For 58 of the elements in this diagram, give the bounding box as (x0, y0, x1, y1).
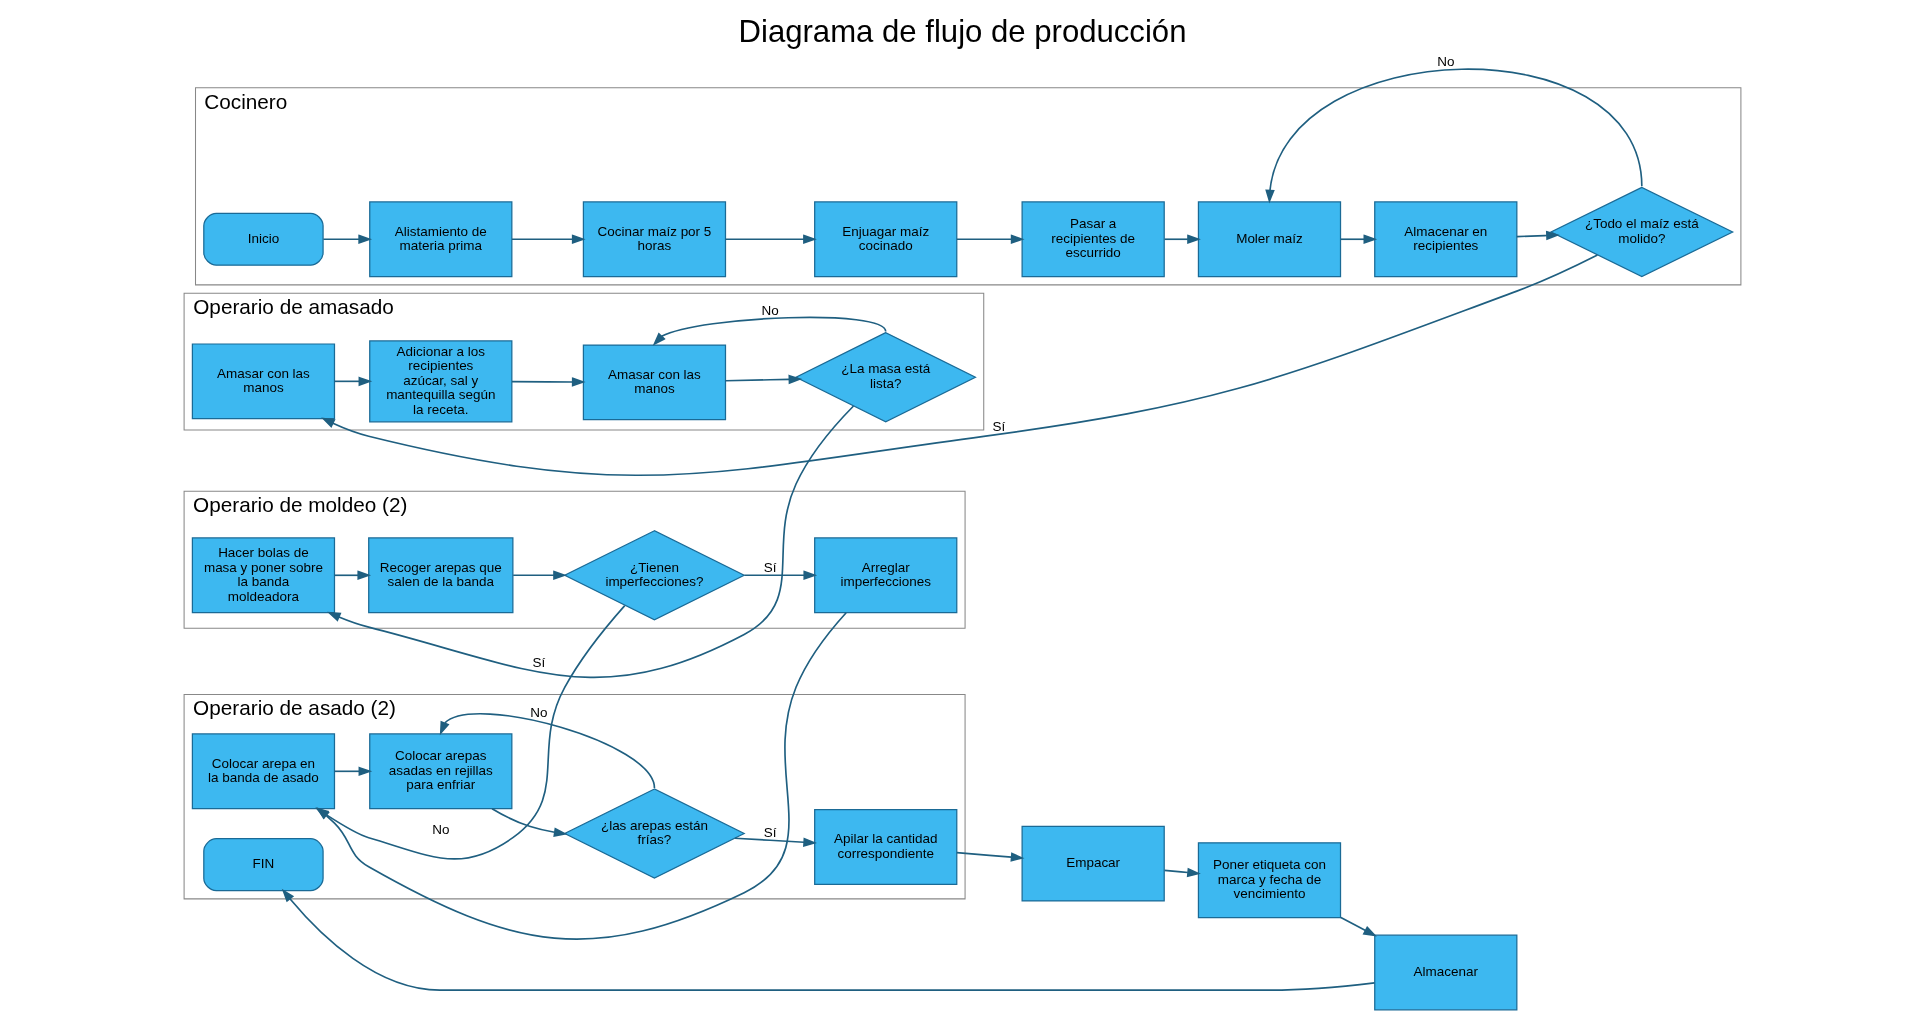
arrow (652, 316, 887, 346)
edge-label: Sí (991, 418, 1005, 433)
node-box: Apilar la cantidad correspondiente (813, 808, 957, 885)
node-box: Almacenar (1373, 934, 1517, 1010)
node-box: Amasar con las manos (191, 342, 335, 419)
node-box: Adicionar a los recipientes azúcar, sal y mantequilla según la receta. (368, 339, 512, 422)
node-diamond: ¿las arepas están frías? (562, 787, 746, 879)
node-box: Almacenar en recipientes (1373, 200, 1517, 277)
arrow (333, 376, 372, 386)
edge-label: No (1436, 53, 1454, 69)
arrow (1339, 916, 1377, 937)
node-box: Colocar arepas asadas en rejillas para enfriar (368, 732, 512, 809)
arrow (1339, 233, 1377, 244)
node-diamond: ¿La masa está lista? (794, 331, 977, 422)
node-box: Empacar (1021, 825, 1165, 902)
arrow (1163, 867, 1201, 877)
node-box: FIN (202, 837, 324, 891)
node-box: Moler maíz (1197, 200, 1341, 277)
arrow (510, 233, 586, 244)
node-diamond: ¿Todo el maíz está molido? (1549, 186, 1734, 277)
node-box: Inicio (202, 212, 324, 266)
diagram-title: Diagrama de flujo de producción (738, 13, 1186, 49)
node-box: Cocinar maíz por 5 horas (582, 200, 726, 277)
arrow (743, 570, 817, 580)
arrow (511, 570, 567, 580)
arrow (733, 836, 817, 847)
edge-label: No (760, 302, 779, 318)
arrow (333, 766, 372, 776)
node-box: Arreglar imperfecciones (813, 536, 957, 613)
edge-label: Sí (531, 654, 545, 670)
edge-label: Sí (763, 559, 776, 575)
arrow (281, 888, 1375, 991)
node-diamond: ¿Tienen imperfecciones? (562, 529, 746, 621)
arrow (1264, 67, 1643, 203)
arrow (439, 712, 655, 789)
arrow (955, 233, 1024, 244)
node-box: Hacer bolas de masa y poner sobre la banda moldeadora (191, 536, 335, 613)
node-box: Pasar a recipientes de escurrido (1021, 200, 1165, 277)
node-box: Colocar arepa en la banda de asado (191, 732, 335, 809)
node-box: Recoger arepas que salen de la banda (367, 536, 513, 613)
edge-label: No (431, 821, 449, 837)
node-box: Enjuagar maíz cocinado (813, 200, 957, 277)
arrow (322, 233, 372, 244)
arrow (1163, 233, 1201, 244)
arrow (510, 376, 586, 387)
node-box: Poner etiqueta con marca y fecha de vencimiento (1197, 841, 1341, 918)
edge-label: Sí (763, 824, 776, 840)
arrow (724, 233, 817, 244)
arrow (333, 570, 371, 580)
node-box: Amasar con las manos (582, 343, 726, 420)
node-box: Alistamiento de materia prima (368, 200, 512, 277)
arrow (326, 404, 854, 678)
edge-label: No (529, 704, 547, 720)
arrow (724, 374, 802, 384)
arrow (490, 807, 568, 837)
arrow (955, 851, 1024, 862)
arrow (320, 253, 1598, 476)
arrow (1515, 230, 1560, 240)
